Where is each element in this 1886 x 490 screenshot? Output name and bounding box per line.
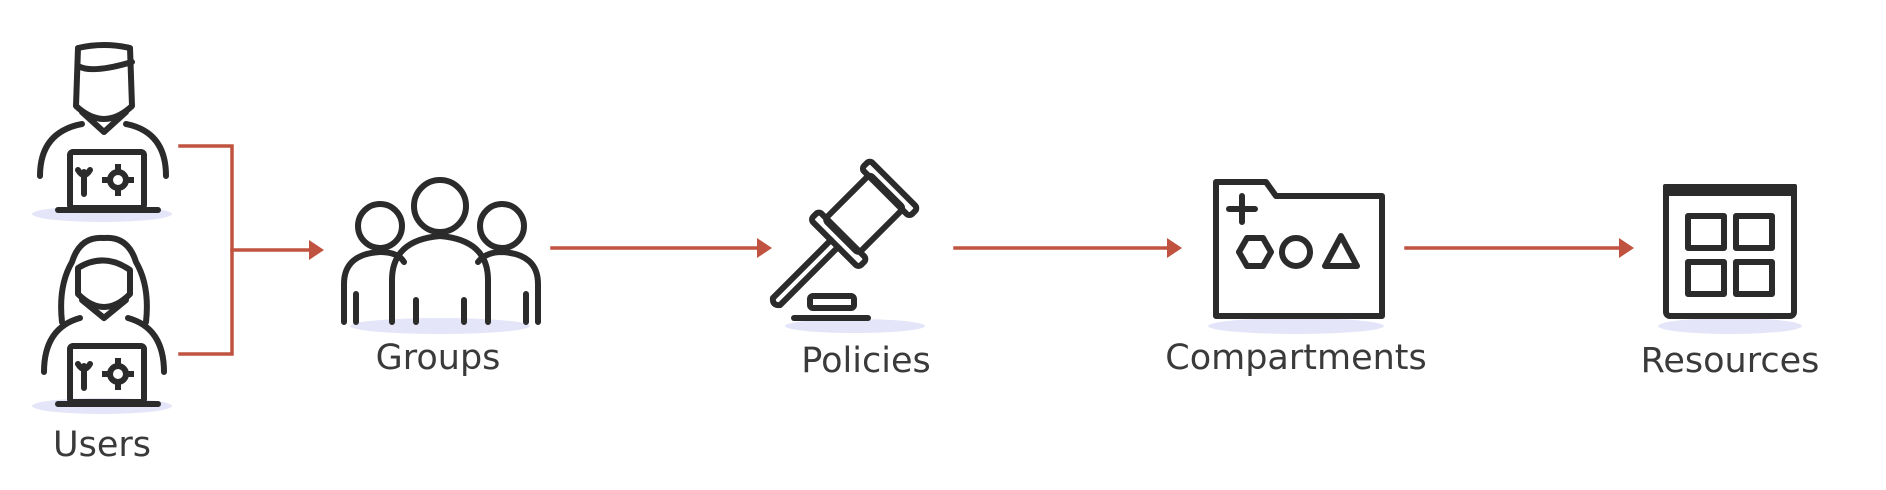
connector-groups-to-policies [550, 238, 772, 258]
connector-users-to-groups [178, 144, 324, 356]
connector-compartments-to-resources [1404, 238, 1634, 258]
compartments-label: Compartments [1165, 338, 1427, 378]
arrowhead-groups-policies [757, 238, 772, 258]
arrowhead-policies-compartments [1167, 238, 1182, 258]
policies-label: Policies [801, 341, 931, 381]
connector-bracket [178, 144, 234, 356]
user-icon [32, 234, 172, 414]
connector-policies-to-compartments [953, 238, 1182, 258]
arrowhead-users-groups [309, 240, 324, 260]
group-icon [341, 177, 541, 334]
users-label: Users [52, 425, 152, 465]
folder-icon [1208, 179, 1385, 334]
groups-label: Groups [375, 338, 501, 378]
arrowhead-compartments-resources [1619, 238, 1634, 258]
gavel-icon [769, 158, 925, 333]
resources-label: Resources [1640, 341, 1820, 381]
grid-icon [1658, 184, 1802, 334]
user-icon [32, 42, 172, 222]
